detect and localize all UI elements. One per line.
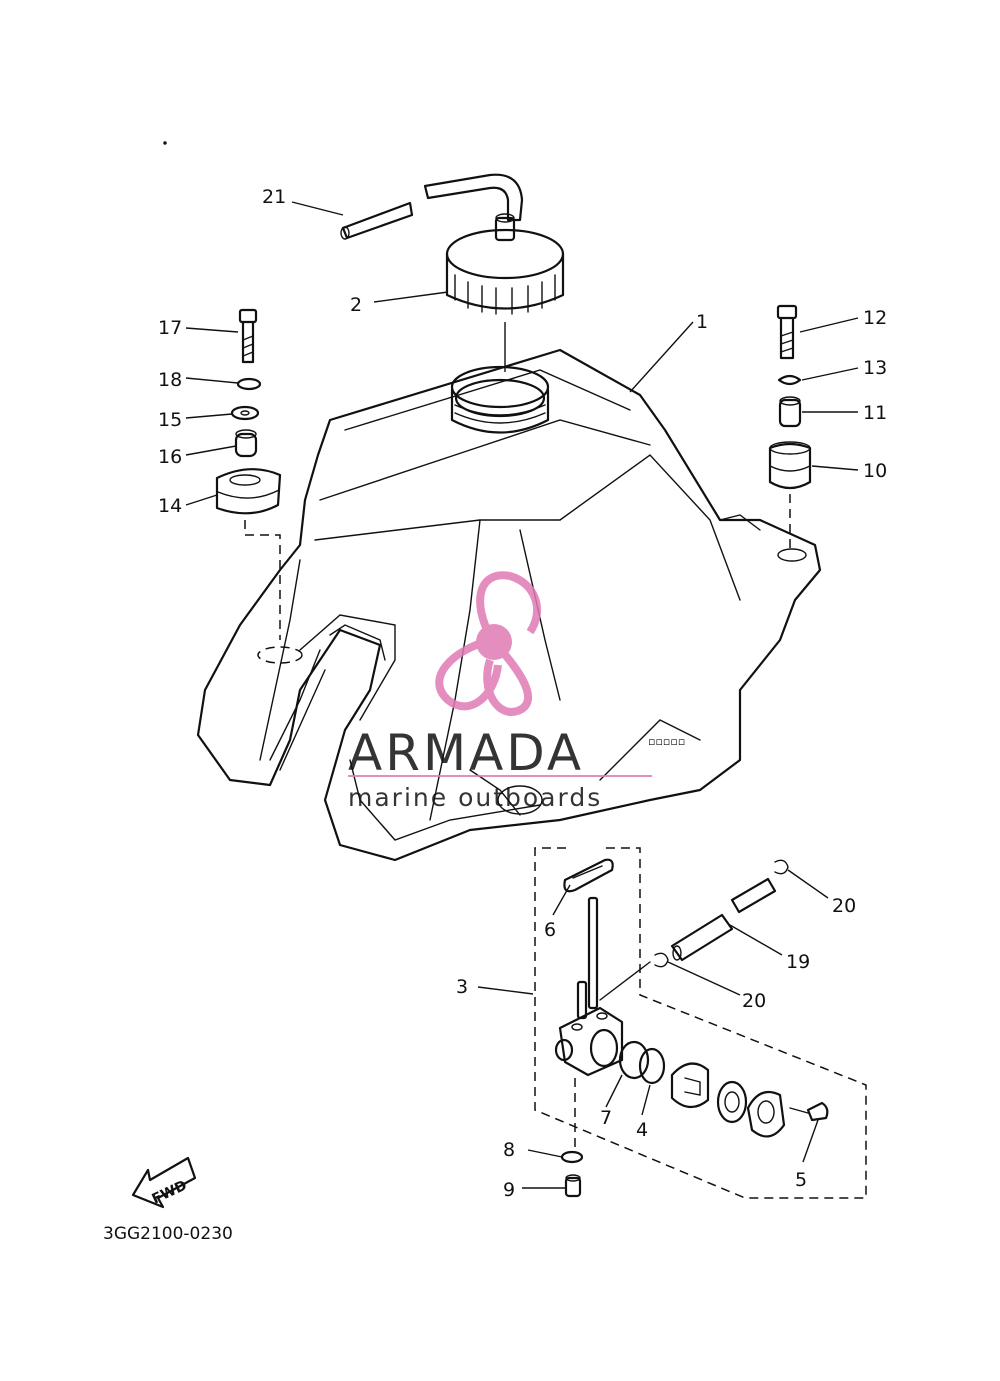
filler-cap [445,213,565,372]
callout-6: 6 [544,919,556,941]
stray-dot [163,141,167,145]
callout-9: 9 [503,1179,515,1201]
armada-watermark: ARMADA marine outboards [348,571,652,812]
callout-19: 19 [786,951,810,973]
callout-16: 16 [158,446,182,468]
tank-marking: ▫▫▫▫▫ [648,735,685,748]
callout-12: 12 [863,307,887,329]
watermark-tagline: marine outboards [348,783,602,812]
breather-hose [291,173,524,240]
fuel-tank: ▫▫▫▫▫ [196,348,822,862]
callout-18: 18 [158,369,182,391]
callout-2: 2 [350,294,362,316]
callout-1: 1 [696,311,708,333]
fwd-label: FWD [150,1178,190,1208]
callout-20-lower: 20 [742,990,766,1012]
right-mount-hardware [768,304,812,550]
callout-14: 14 [158,495,182,517]
callout-7: 7 [600,1107,612,1129]
callout-21: 21 [262,186,286,208]
callout-13: 13 [863,357,887,379]
leader-lines [185,291,859,1189]
callout-17: 17 [158,317,182,339]
forward-arrow: FWD [131,1156,197,1209]
callout-labels: 1 2 3 4 5 6 7 8 9 10 11 12 13 14 15 16 1… [158,186,887,1201]
callout-3: 3 [456,976,468,998]
callout-5: 5 [795,1169,807,1191]
watermark-brand: ARMADA [348,724,584,782]
callout-20-upper: 20 [832,895,856,917]
propeller-logo-icon [435,571,542,716]
callout-15: 15 [158,409,182,431]
fuel-cock-assembly [534,847,867,1199]
callout-11: 11 [863,402,887,424]
callout-4: 4 [636,1119,648,1141]
drawing-code: 3GG2100-0230 [103,1224,233,1244]
callout-8: 8 [503,1139,515,1161]
callout-10: 10 [863,460,887,482]
left-mount-hardware [215,308,282,640]
